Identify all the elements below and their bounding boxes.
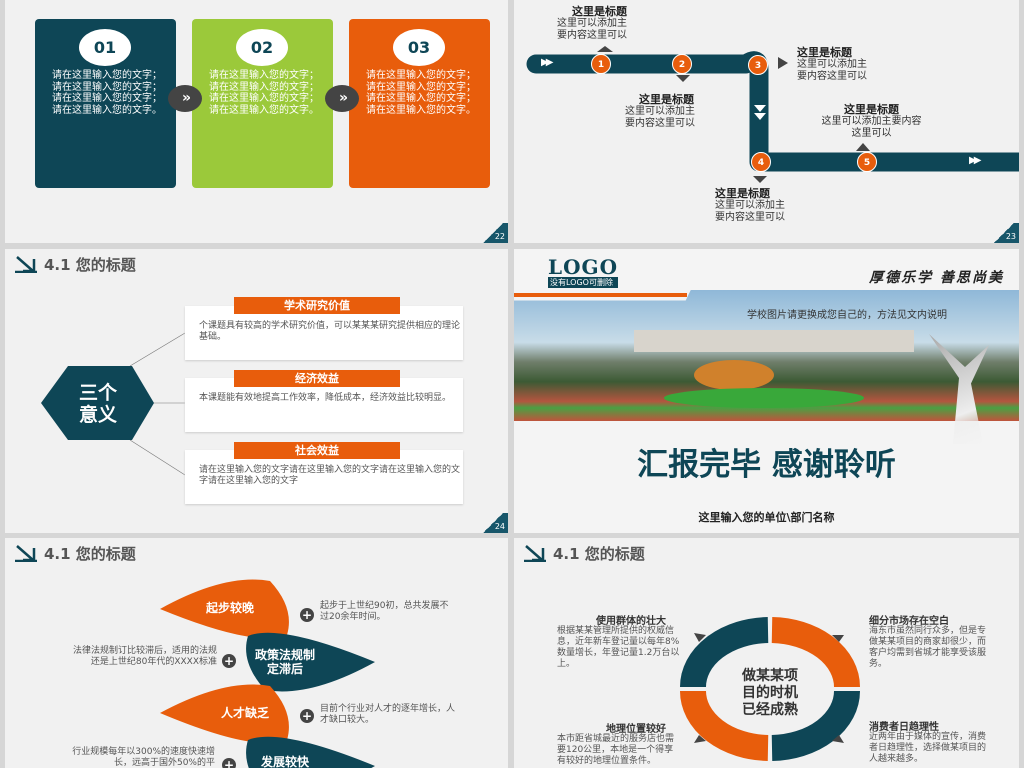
petal-label: 起步较晚	[205, 601, 254, 615]
petal-teal-4	[246, 736, 375, 768]
triangle-down-icon	[753, 176, 767, 183]
petal-label: 发展较快	[260, 755, 309, 768]
plus-icon: +	[222, 758, 236, 768]
hexagon-label: 三个意义	[78, 382, 117, 426]
quadrant-title: 地理位置较好	[606, 724, 666, 735]
plus-icon: +	[222, 654, 236, 668]
logo: LOGO 没有LOGO可删除	[548, 255, 618, 288]
timeline-point-1: 1	[591, 54, 611, 74]
quadrant-body: 近两年由于媒体的宣传，消费者日趋理性，选择做某项目的人越来越多。	[869, 732, 987, 764]
step-card-1: 01 请在这里输入您的文字；请在这里输入您的文字；请在这里输入您的文字；请在这里…	[35, 19, 176, 188]
step-number: 03	[393, 29, 445, 66]
timeline-label-2: 这里是标题这里可以添加主要内容这里可以	[625, 93, 695, 130]
main-title: 汇报完毕 感谢聆听	[637, 447, 896, 483]
arrow-down-right-icon	[15, 256, 37, 273]
fast-forward-icon: ▶▶	[969, 155, 982, 166]
timeline-point-2: 2	[672, 54, 692, 74]
quadrant-body: 海东市虽然同行众多，但是专做某某项目的商家却很少，而客户均需到省城才能享受该服务…	[869, 626, 987, 669]
meaning-tab: 学术研究价值	[234, 297, 400, 314]
plus-icon: +	[300, 709, 314, 723]
timeline-point-3: 3	[748, 55, 768, 75]
slide-22-thumbnail[interactable]: 01 请在这里输入您的文字；请在这里输入您的文字；请在这里输入您的文字；请在这里…	[5, 0, 508, 243]
double-arrow-down-icon	[754, 105, 766, 112]
hexagon-shape	[41, 366, 154, 440]
slide-23-thumbnail[interactable]: ▶▶ ▶▶ 1 2 3 4 5 这里是标题这里可以添加主要内容这里可以 这里是标…	[514, 0, 1019, 243]
meaning-card-2: 本课题能有效地提高工作效率，降低成本，经济效益比较明显。	[185, 378, 463, 432]
ring-diagram	[680, 617, 860, 761]
quadrant-body: 本市距省城最近的服务店也需要120公里，本地是一个得享有较好的地理位置条件。	[557, 734, 675, 766]
timeline-point-5: 5	[857, 152, 877, 172]
arrow-icons	[694, 633, 844, 743]
fast-forward-icon: ▶▶	[541, 57, 554, 68]
petal-note: 行业规模每年以300%的速度快速增长，远高于国外50%的平	[72, 747, 215, 768]
triangle-up-icon	[856, 143, 870, 151]
motto: 厚德乐学 善思尚美	[869, 270, 1004, 286]
quadrant-title: 细分市场存在空白	[869, 616, 949, 627]
step-text: 请在这里输入您的文字；请在这里输入您的文字；请在这里输入您的文字；请在这里输入您…	[52, 70, 162, 116]
slide-title: 4.1 您的标题	[44, 545, 136, 563]
petal-orange-1	[160, 579, 289, 639]
plus-icon: +	[300, 608, 314, 622]
slide-26-thumbnail[interactable]: 4.1 您的标题 起步较晚 政策法规制定滞后 人才缺乏 发展较快 + + + +…	[5, 538, 508, 768]
meaning-card-3: 请在这里输入您的文字请在这里输入您的文字请在这里输入您的文字请在这里输入您的文字	[185, 450, 463, 504]
timeline-label-3: 这里是标题这里可以添加主要内容这里可以	[797, 46, 867, 83]
page-number: 22	[478, 223, 508, 243]
double-chevron-icon: »	[168, 85, 202, 112]
slide-25-thumbnail[interactable]: LOGO 没有LOGO可删除 厚德乐学 善思尚美 学校图片请更换成您自己的，方法…	[514, 249, 1019, 533]
slide-24-thumbnail[interactable]: 4.1 您的标题 三个意义 个课题具有较高的学术研究价值，可以某某某研究提供相应…	[5, 249, 508, 533]
meaning-tab: 社会效益	[234, 442, 400, 459]
meaning-tab: 经济效益	[234, 370, 400, 387]
slide-title: 4.1 您的标题	[553, 545, 645, 563]
triangle-up-icon	[597, 46, 613, 52]
step-card-2: 02 请在这里输入您的文字；请在这里输入您的文字；请在这里输入您的文字；请在这里…	[192, 19, 333, 188]
quadrant-title: 使用群体的壮大	[596, 616, 666, 627]
timeline-label-1: 这里是标题这里可以添加主要内容这里可以	[557, 5, 627, 42]
step-text: 请在这里输入您的文字；请在这里输入您的文字；请在这里输入您的文字；请在这里输入您…	[209, 70, 319, 116]
triangle-right-icon	[778, 57, 788, 69]
arrow-down-right-icon	[15, 545, 37, 562]
meaning-card-1: 个课题具有较高的学术研究价值，可以某某某研究提供相应的理论基础。	[185, 306, 463, 360]
page-number: 23	[989, 223, 1019, 243]
petal-note: 起步于上世纪90初，总共发展不过20余年时间。	[320, 601, 449, 622]
petal-note: 目前个行业对人才的逐年增长，人才缺口较大。	[320, 704, 456, 725]
step-card-3: 03 请在这里输入您的文字；请在这里输入您的文字；请在这里输入您的文字；请在这里…	[349, 19, 490, 188]
ring-segment-top-right	[771, 617, 860, 688]
ring-segment-bottom-right	[771, 690, 860, 761]
double-chevron-icon: »	[325, 85, 359, 112]
quadrant-title: 消费者日趋理性	[869, 722, 939, 733]
timeline-point-4: 4	[751, 152, 771, 172]
page-number: 24	[478, 513, 508, 533]
petal-label: 人才缺乏	[220, 706, 269, 720]
step-number: 02	[236, 29, 288, 66]
petal-teal-2	[246, 632, 375, 692]
timeline-label-5: 这里是标题这里可以添加主要内容这里可以	[821, 103, 922, 140]
quadrant-body: 根据某某管理所提供的权威信息，近年新车登记量以每年8%数量增长，年登记量1.2万…	[557, 626, 680, 669]
timeline-label-4: 这里是标题这里可以添加主要内容这里可以	[715, 187, 785, 224]
slide-27-thumbnail[interactable]: 4.1 您的标题 做某某项目的时机已经成熟 使用群体的壮大 根据某某管理所提供的…	[514, 538, 1019, 768]
triangle-down-icon	[676, 75, 690, 82]
petal-label: 政策法规制定滞后	[254, 648, 315, 676]
slide-title: 4.1 您的标题	[44, 256, 136, 274]
arrow-down-right-icon	[524, 545, 546, 562]
school-photo	[514, 290, 1019, 421]
petal-note: 法律法规制订比较滞后，适用的法规还是上世纪80年代的XXXX标准	[72, 646, 217, 667]
department-name: 这里输入您的单位\部门名称	[698, 511, 835, 524]
ring-segment-bottom-left	[680, 690, 769, 761]
petal-shapes	[160, 579, 375, 768]
step-number: 01	[79, 29, 131, 66]
connector-lines	[41, 332, 186, 476]
photo-caption: 学校图片请更换成您自己的，方法见文内说明	[747, 310, 947, 321]
ring-segment-top-left	[680, 617, 769, 688]
orange-rule	[514, 293, 687, 297]
step-text: 请在这里输入您的文字；请在这里输入您的文字；请在这里输入您的文字；请在这里输入您…	[366, 70, 476, 116]
petal-orange-3	[160, 684, 289, 744]
ring-center-label: 做某某项目的时机已经成熟	[742, 668, 798, 718]
